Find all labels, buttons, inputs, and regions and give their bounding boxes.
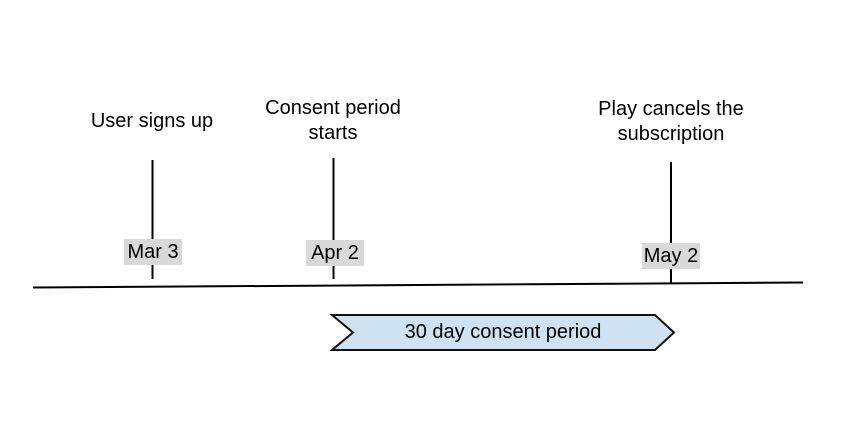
event-date-badge-mar-3: Mar 3 [124, 239, 182, 265]
consent-period-label: 30 day consent period [404, 321, 602, 343]
timeline-axis [32, 281, 804, 289]
event-title-consent-period-starts: Consent period starts [265, 97, 401, 144]
event-date-badge-may-2: May 2 [642, 243, 700, 269]
consent-period-arrow [329, 314, 676, 351]
event-date-badge-apr-2: Apr 2 [306, 240, 364, 266]
event-title-user-signs-up: User signs up [90, 110, 214, 132]
event-title-play-cancels: Play cancels the subscription [598, 98, 744, 145]
